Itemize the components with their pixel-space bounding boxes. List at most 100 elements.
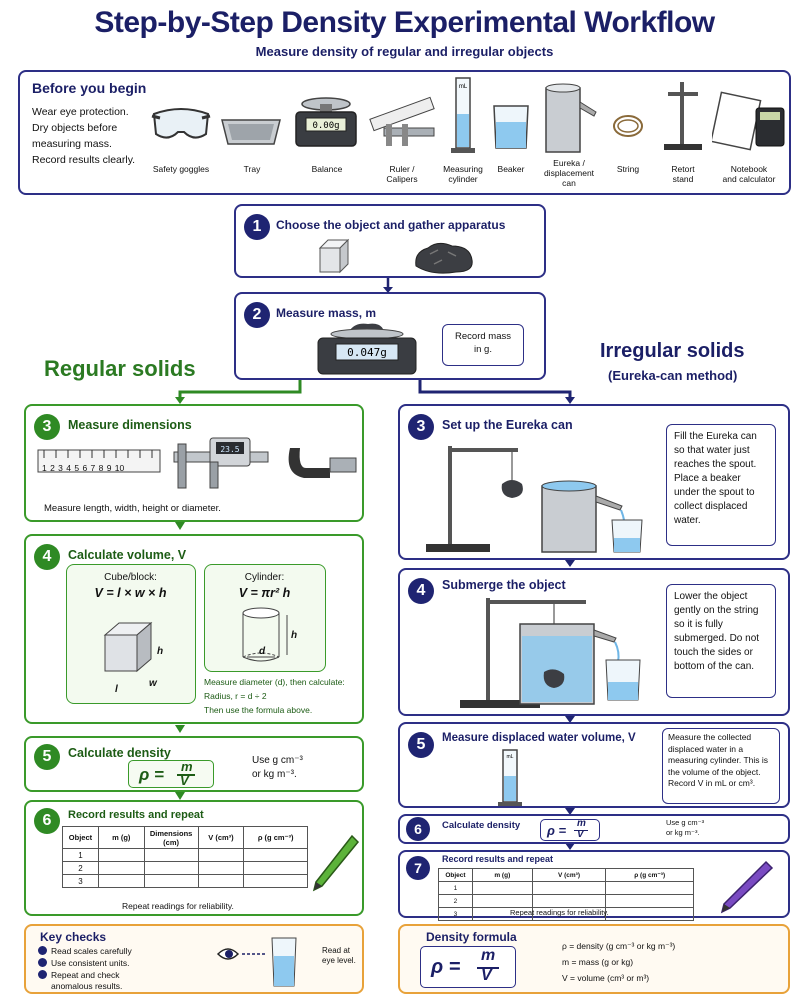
rt-h-object: Object [62, 826, 99, 849]
irr-v: V [577, 829, 584, 840]
irregular-results-table: Object m (g) V (cm³) ρ (g cm⁻³) 1 2 3 [438, 868, 694, 921]
cylinder-formula: V = πr² h [238, 586, 291, 600]
eureka-setup-illustration [426, 446, 643, 553]
mass-reading: 0.047g [347, 346, 387, 359]
rock-object-icon [415, 242, 473, 274]
cylinder-d: d [259, 646, 266, 657]
cylinder-diagram [242, 607, 288, 662]
regular-step-4-label: Calculate volume, V [68, 548, 187, 562]
key-check-1: Read scales carefully [38, 946, 132, 957]
string-icon [613, 115, 643, 137]
density-formula-heading: Density formula [426, 930, 517, 944]
irregular-density-formula: ρ = m V [540, 818, 600, 841]
caliper-reading: 23.5 [220, 445, 239, 454]
it-h-density: ρ (g cm⁻³) [605, 868, 694, 882]
irregular-step-7-number: 7 [406, 856, 430, 880]
beaker-icon [493, 105, 529, 149]
regular-step-4-number: 4 [34, 544, 60, 570]
table-row: 2 [62, 861, 308, 875]
irregular-solids-title: Irregular solids [600, 340, 745, 362]
ruler-calipers-icon [369, 96, 435, 146]
page-subtitle: Measure density of regular and irregular… [255, 44, 554, 59]
density-def-rho: ρ = density (g cm⁻³ or kg m⁻³) [562, 941, 676, 951]
regular-density-formula: ρ = m V [128, 759, 214, 788]
key-check-1-text: Read scales carefully [51, 946, 132, 956]
density-def-m: m = mass (g or kg) [562, 957, 634, 967]
balance-icon: 0.00g [295, 97, 357, 147]
before-line-2: Dry objects before [32, 122, 118, 134]
irregular-step-3-panel: 3 Set up the Eureka can Fill the Eureka … [398, 404, 790, 560]
regular-step-3-caption: Measure length, width, height or diamete… [44, 503, 221, 514]
ruler-icon [37, 449, 161, 473]
eye-level-label: Read at eye level. [322, 946, 356, 965]
regular-step-5-number: 5 [34, 744, 60, 770]
irregular-step-4-number: 4 [408, 578, 434, 604]
tool-label-string: String [616, 164, 640, 174]
regular-step-6-number: 6 [34, 808, 60, 834]
table-row: 1 [62, 848, 308, 862]
cylinder-note-3: Then use the formula above. [204, 705, 313, 715]
table-row: 2 [438, 894, 694, 908]
cube-formula: V = l × w × h [94, 586, 167, 600]
rt-h-density: ρ (g cm⁻³) [243, 826, 308, 849]
regular-step-5-panel: 5 Calculate density ρ = m V Use g cm⁻³ o… [24, 736, 364, 792]
main-rho: ρ = [431, 956, 461, 978]
irregular-step-5-label: Measure displaced water volume, V [442, 732, 636, 744]
irregular-step-4-label: Submerge the object [442, 578, 566, 592]
page-title: Step-by-Step Density Experimental Workfl… [94, 6, 715, 39]
before-line-1: Wear eye protection. [32, 106, 129, 118]
step-1-label: Choose the object and gather apparatus [276, 218, 506, 232]
regular-step-5-label: Calculate density [68, 746, 171, 760]
tool-label-beaker: Beaker [497, 164, 525, 174]
regular-m: m [181, 759, 193, 774]
balance-reading: 0.00g [312, 121, 339, 131]
key-checks-panel: Key checks Read scales carefully Use con… [24, 924, 364, 994]
irregular-step-4-note: Lower the object gently on the string so… [666, 584, 776, 698]
before-heading: Before you begin [32, 80, 147, 96]
retort-stand-icon [664, 82, 702, 150]
table-row: 3 [438, 907, 694, 921]
eye-level-icon [216, 937, 297, 987]
tool-label-retort: Retort stand [671, 164, 695, 184]
before-line-4: Record results clearly. [32, 154, 136, 166]
irregular-step-6-label: Calculate density [442, 820, 521, 831]
tool-label-balance: Balance [311, 164, 343, 174]
regular-density-units: Use g cm⁻³ or kg m⁻³. [252, 755, 303, 780]
irregular-step-3-label: Set up the Eureka can [442, 418, 573, 432]
caliper-icon: 23.5 [173, 437, 269, 489]
cylinder-note-2: Radius, r = d ÷ 2 [204, 691, 267, 701]
irregular-step-7-label: Record results and repeat [442, 854, 554, 864]
regular-step-4-panel: 4 Calculate volume, V Cube/block: V = l … [24, 534, 364, 724]
density-formula-panel: Density formula ρ = m V ρ = density (g c… [398, 924, 790, 994]
purple-pencil-icon [720, 860, 774, 914]
irregular-step-4-panel: 4 Submerge the object Lower the object g… [398, 568, 790, 716]
key-checks-heading: Key checks [40, 930, 107, 944]
density-def-v: V = volume (cm³ or m³) [562, 973, 650, 983]
eureka-can-icon [545, 83, 597, 153]
before-line-3: measuring mass. [32, 138, 112, 150]
key-check-3-text: Repeat and check anomalous results. [51, 970, 123, 991]
cube-w: w [149, 678, 157, 689]
key-check-3: Repeat and check anomalous results. [38, 970, 122, 992]
tool-label-tray: Tray [243, 164, 261, 174]
rt-h-dims: Dimensions (cm) [143, 826, 199, 849]
tool-label-eureka: Eureka / displacement can [543, 158, 595, 188]
table-row: 3 [62, 874, 308, 888]
cylinder-note-1: Measure diameter (d), then calculate: [204, 677, 345, 687]
check-bullet-icon [38, 970, 47, 979]
irregular-step-7-caption: Repeat readings for reliability. [510, 908, 609, 917]
key-check-2-text: Use consistent units. [51, 958, 130, 968]
main-m: m [481, 947, 496, 964]
tray-icon [221, 119, 281, 145]
irregular-step-3-note: Fill the Eureka can so that water just r… [666, 424, 776, 546]
regular-step-3-label: Measure dimensions [68, 418, 192, 432]
cube-volume-card: Cube/block: V = l × w × h h l w [66, 564, 196, 704]
cube-l: l [115, 684, 118, 695]
irregular-step-6-number: 6 [406, 817, 430, 841]
cube-diagram [103, 621, 153, 673]
irregular-solids-subtitle: (Eureka-can method) [608, 368, 738, 383]
irregular-step-6-panel: 6 Calculate density ρ = m V Use g cm⁻³ o… [398, 814, 790, 844]
cube-title: Cube/block: [104, 572, 157, 583]
before-you-begin-panel: Before you begin Wear eye protection. Dr… [18, 70, 791, 195]
